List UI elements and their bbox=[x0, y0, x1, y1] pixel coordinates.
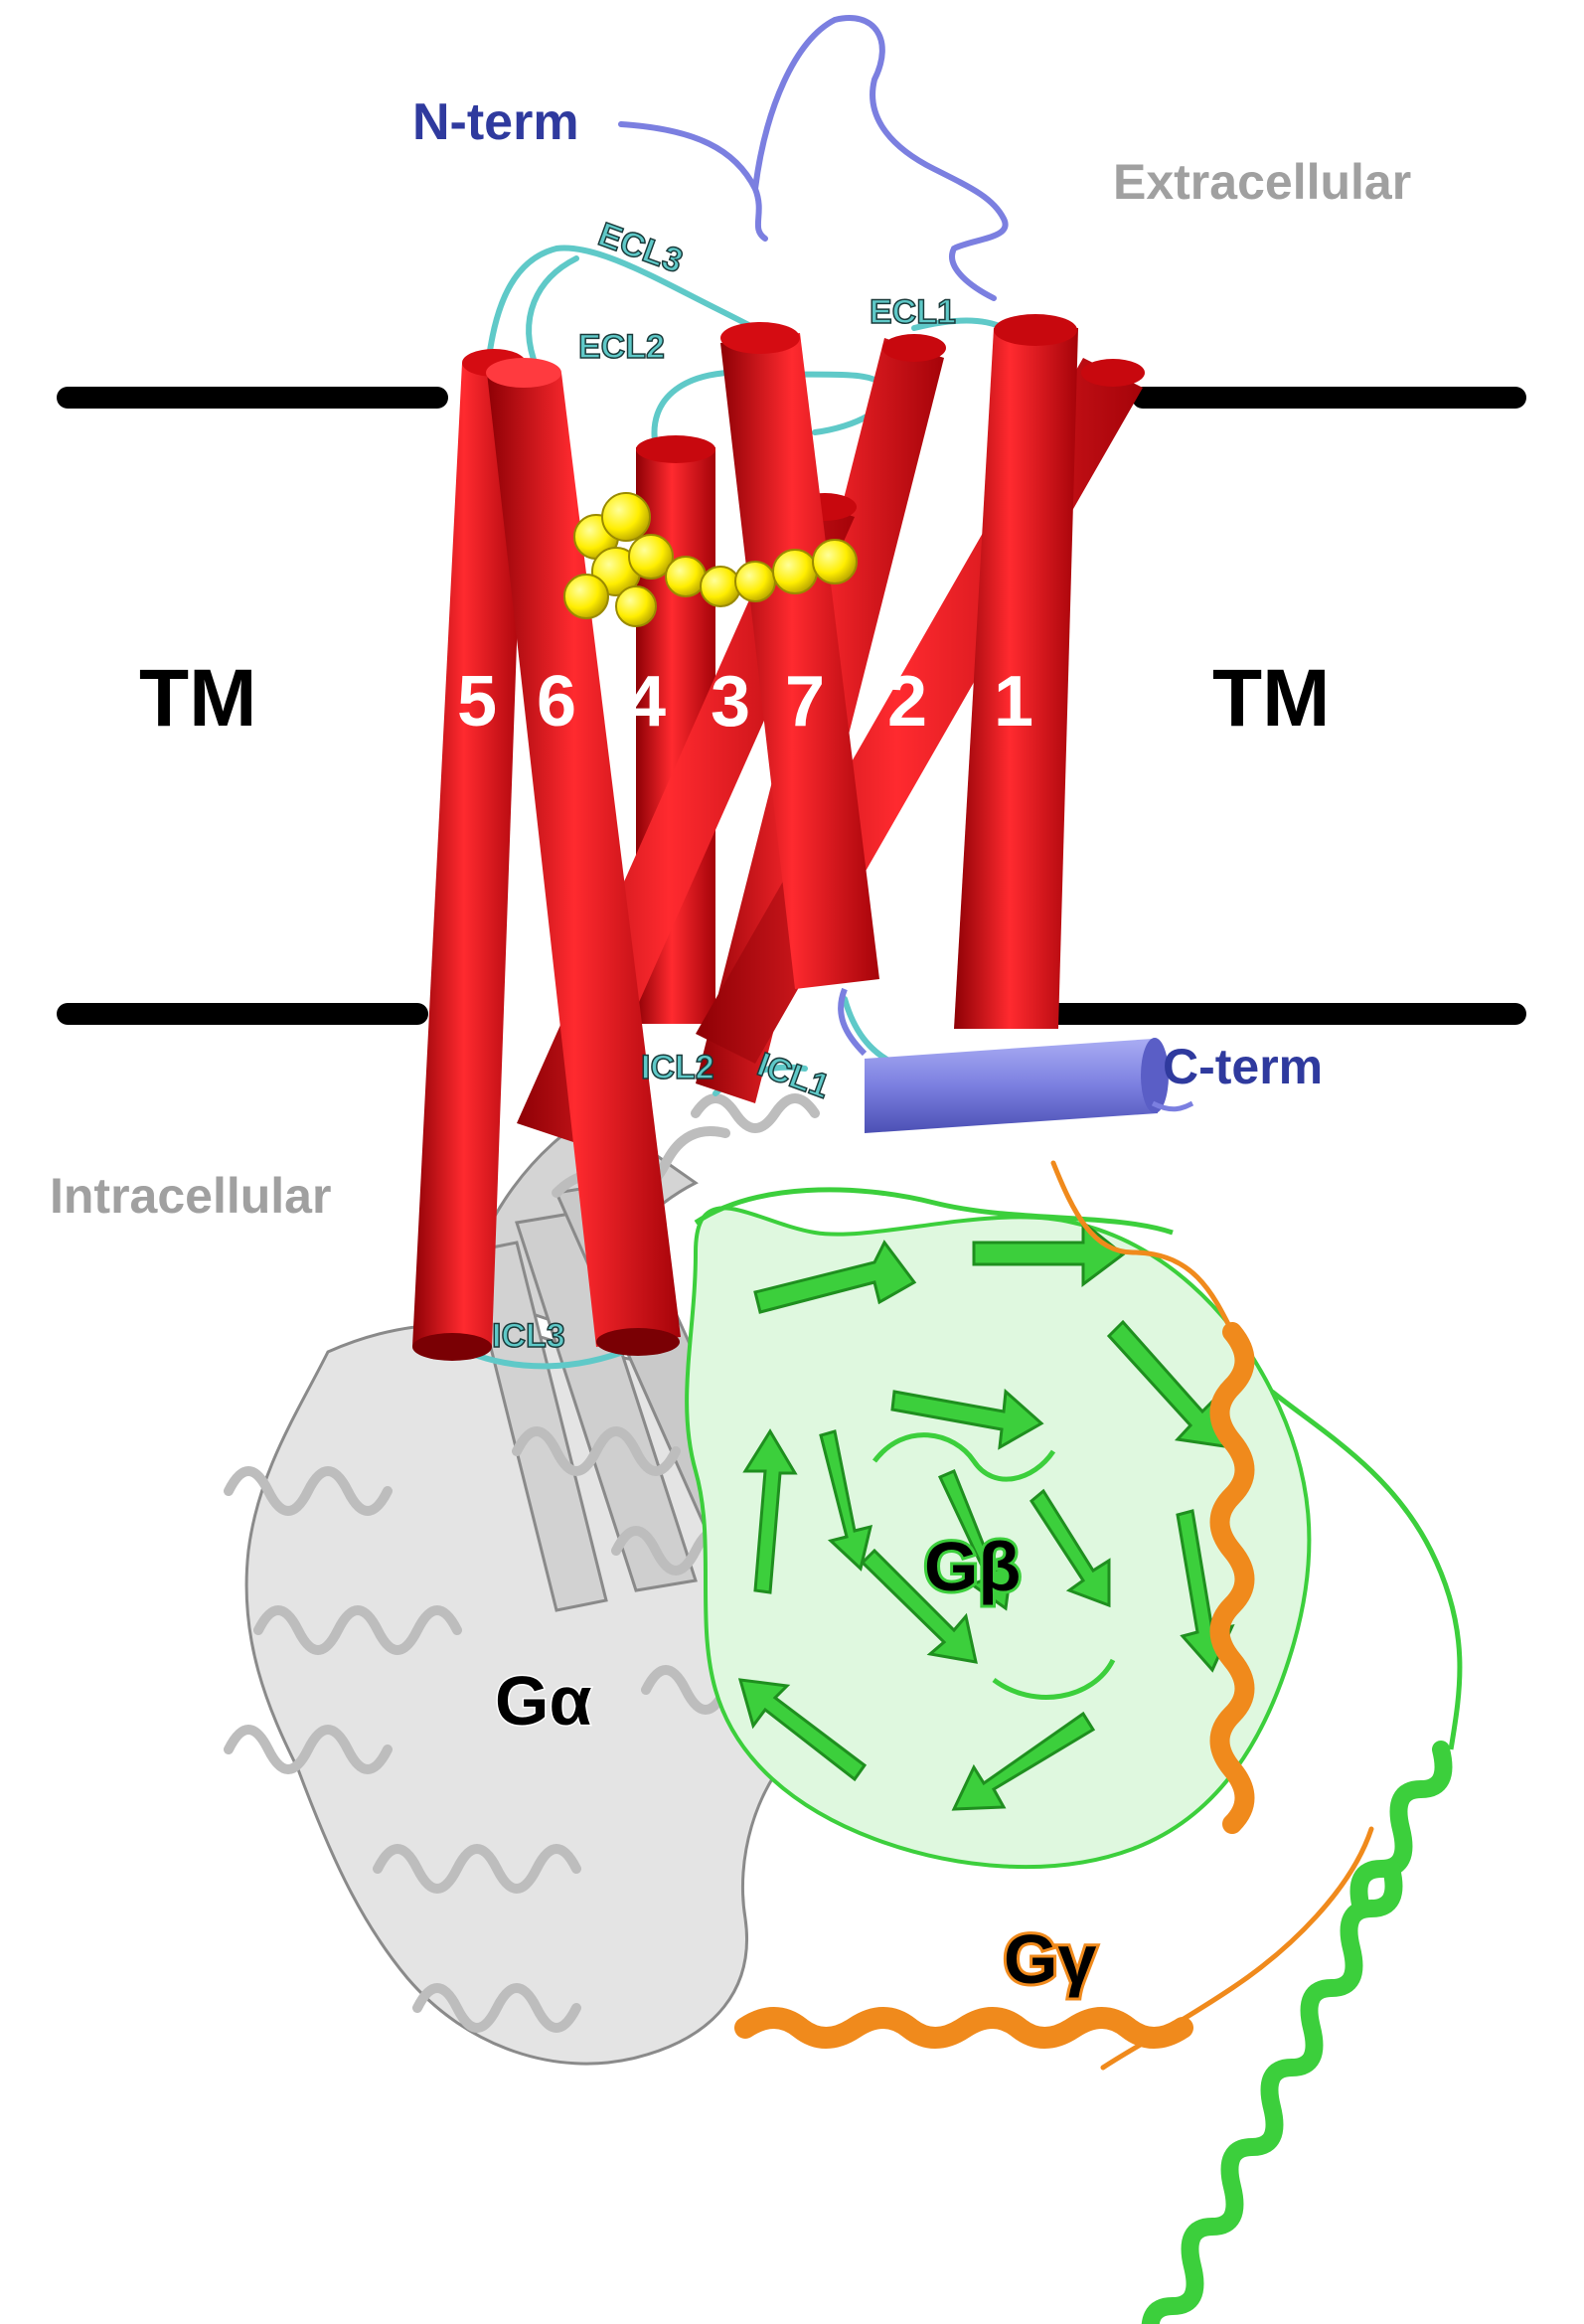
g-gamma-label: Gγ bbox=[1004, 1920, 1096, 1998]
ecl1-label: ECL1 bbox=[870, 293, 956, 331]
icl3-label: ICL3 bbox=[492, 1317, 565, 1355]
helix-6 bbox=[486, 358, 681, 1356]
n-term-label: N-term bbox=[412, 93, 579, 151]
helix-6-label: 6 bbox=[537, 662, 576, 742]
transmembrane-helices bbox=[412, 314, 1145, 1361]
helix-3-label: 3 bbox=[711, 662, 750, 742]
icl3-loop bbox=[464, 1344, 639, 1370]
helix-2-label: 2 bbox=[887, 662, 927, 742]
intracellular-label: Intracellular bbox=[50, 1168, 331, 1224]
g-beta-loops bbox=[694, 1187, 1463, 1750]
labels: N-term Extracellular TM TM C-term Intrac… bbox=[50, 93, 1411, 2001]
helix-7-label: 7 bbox=[785, 662, 825, 742]
helix-1-label: 1 bbox=[994, 662, 1033, 742]
membrane-lines bbox=[57, 387, 1526, 1025]
n-term-chain bbox=[618, 15, 1009, 301]
helix-7 bbox=[720, 322, 879, 989]
g-gamma-subunit bbox=[734, 1160, 1374, 2071]
g-alpha-label: Gα bbox=[495, 1662, 591, 1740]
helix-5-label: 5 bbox=[457, 662, 497, 742]
ligand bbox=[563, 492, 858, 627]
c-term-helix bbox=[838, 987, 1194, 1133]
tm-left-label: TM bbox=[139, 653, 256, 744]
g-beta-label: Gβ bbox=[924, 1528, 1021, 1605]
tm-right-label: TM bbox=[1212, 653, 1330, 744]
g-beta-n-term-helix bbox=[1141, 1741, 1453, 2324]
ecl3-connector bbox=[526, 255, 579, 371]
g-beta-strands bbox=[737, 1219, 1235, 1811]
c-term-label: C-term bbox=[1163, 1039, 1323, 1094]
ecl2-label: ECL2 bbox=[578, 328, 665, 366]
helix-4-label: 4 bbox=[626, 662, 666, 742]
icl2-label: ICL2 bbox=[641, 1049, 714, 1086]
helix-1 bbox=[954, 314, 1078, 1029]
helix-5 bbox=[412, 349, 527, 1361]
extracellular-label: Extracellular bbox=[1113, 154, 1411, 210]
